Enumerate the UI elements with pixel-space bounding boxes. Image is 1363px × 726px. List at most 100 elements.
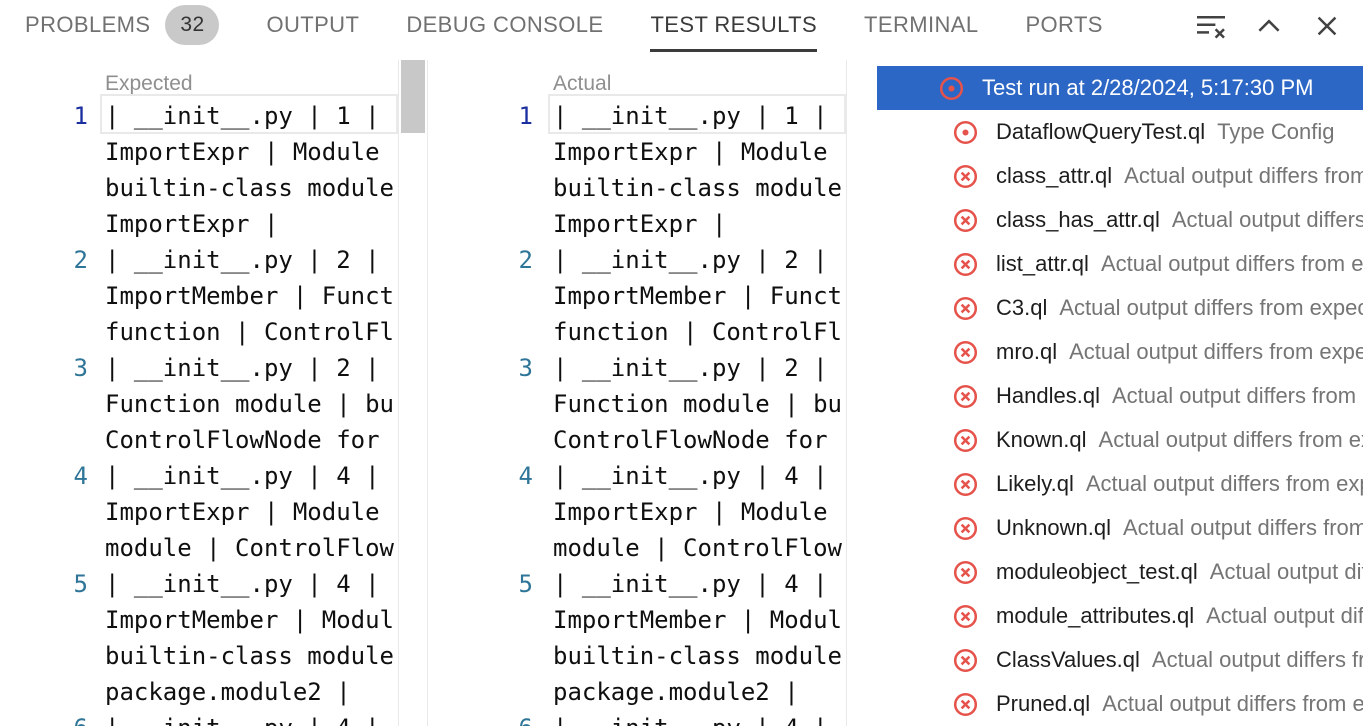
code-line[interactable]: ImportExpr | [0, 206, 398, 242]
scrollbar-thumb[interactable] [401, 60, 425, 133]
code-line[interactable]: module | ControlFlow [0, 530, 398, 566]
code-line[interactable]: builtin-class module [427, 638, 846, 674]
actual-editor[interactable]: Actual 1| __init__.py | 1 |ImportExpr | … [427, 60, 875, 726]
tab-test-results[interactable]: TEST RESULTS [650, 0, 818, 52]
pane-sash[interactable] [427, 60, 428, 726]
line-text: | __init__.py | 2 | [105, 246, 380, 274]
code-line[interactable]: ImportExpr | Module [0, 134, 398, 170]
code-line[interactable]: 4| __init__.py | 4 | [0, 458, 398, 494]
code-line[interactable]: ImportExpr | Module [427, 494, 846, 530]
line-text: ImportMember | Modul [105, 606, 394, 634]
code-line[interactable]: 2| __init__.py | 2 | [0, 242, 398, 278]
expected-label: Expected [105, 72, 193, 95]
test-failed-icon [952, 427, 979, 454]
test-message: Type Config [1217, 119, 1335, 144]
test-name: Unknown.ql [996, 515, 1111, 540]
line-text: ControlFlowNode for [553, 426, 828, 454]
code-line[interactable]: package.module2 | [427, 674, 846, 710]
line-text: ImportExpr | [105, 210, 279, 238]
code-line[interactable]: 5| __init__.py | 4 | [427, 566, 846, 602]
line-number [0, 674, 88, 710]
line-text: package.module2 | [553, 678, 799, 706]
code-line[interactable]: Function module | bu [0, 386, 398, 422]
line-number [0, 314, 88, 350]
test-failed-icon [952, 559, 979, 586]
test-name: class_has_attr.ql [996, 207, 1160, 232]
test-name: module_attributes.ql [996, 603, 1195, 628]
line-text: builtin-class module [553, 642, 842, 670]
code-line[interactable]: 6| __init__.py | 4 | [427, 710, 846, 726]
code-line[interactable]: function | ControlFl [427, 314, 846, 350]
line-number [427, 170, 533, 206]
line-text: ImportExpr | Module [105, 498, 380, 526]
code-line[interactable]: builtin-class module [427, 170, 846, 206]
code-line[interactable]: builtin-class module [0, 170, 398, 206]
test-name: class_attr.ql [996, 163, 1113, 188]
editor-divider [846, 60, 847, 726]
code-line[interactable]: ImportMember | Modul [0, 602, 398, 638]
code-line[interactable]: ImportExpr | Module [427, 134, 846, 170]
tab-problems[interactable]: PROBLEMS 32 [25, 0, 220, 52]
code-line[interactable]: 3| __init__.py | 2 | [427, 350, 846, 386]
test-name: C3.ql [996, 295, 1048, 320]
line-text: ControlFlowNode for [105, 426, 380, 454]
code-line[interactable]: function | ControlFl [0, 314, 398, 350]
code-line[interactable]: builtin-class module [0, 638, 398, 674]
code-line[interactable]: ImportMember | Funct [0, 278, 398, 314]
line-text: | __init__.py | 1 | [105, 102, 380, 130]
code-line[interactable]: ImportExpr | Module [0, 494, 398, 530]
line-text: ImportExpr | Module [553, 498, 828, 526]
code-line[interactable]: Function module | bu [427, 386, 846, 422]
actual-label: Actual [553, 72, 612, 95]
test-failed-icon [952, 207, 979, 234]
line-text: ImportMember | Funct [105, 282, 394, 310]
code-line[interactable]: ControlFlowNode for [427, 422, 846, 458]
tab-terminal[interactable]: TERMINAL [864, 0, 978, 52]
tab-debug-console[interactable]: DEBUG CONSOLE [406, 0, 603, 52]
test-result-row[interactable]: Unknown.ql Actual output differs from exp… [877, 506, 1363, 550]
expected-editor[interactable]: Expected 1| __init__.py | 1 |ImportExpr … [0, 60, 427, 726]
code-line[interactable]: module | ControlFlow [427, 530, 846, 566]
tab-output[interactable]: OUTPUT [266, 0, 359, 52]
code-line[interactable]: 1| __init__.py | 1 | [427, 98, 846, 134]
test-run-row[interactable]: Test run at 2/28/2024, 5:17:30 PM [877, 66, 1363, 110]
code-line[interactable]: 5| __init__.py | 4 | [0, 566, 398, 602]
code-line[interactable]: 3| __init__.py | 2 | [0, 350, 398, 386]
code-line[interactable]: 1| __init__.py | 1 | [0, 98, 398, 134]
code-line[interactable]: 2| __init__.py | 2 | [427, 242, 846, 278]
tab-test-results-label: TEST RESULTS [650, 11, 818, 37]
close-icon[interactable] [1310, 9, 1344, 43]
test-message: Actual output differs from expected outp… [1122, 515, 1363, 540]
test-name: Known.ql [996, 427, 1087, 452]
code-line[interactable]: package.module2 | [0, 674, 398, 710]
line-number: 5 [73, 570, 88, 598]
line-text: | __init__.py | 4 | [553, 570, 828, 598]
test-failed-icon [952, 163, 979, 190]
clear-all-icon[interactable] [1194, 9, 1228, 43]
code-line[interactable]: ImportMember | Modul [427, 602, 846, 638]
code-line[interactable]: ImportExpr | [427, 206, 846, 242]
line-number [427, 386, 533, 422]
test-failed-icon [952, 295, 979, 322]
test-name: Likely.ql [996, 471, 1074, 496]
code-line[interactable]: 4| __init__.py | 4 | [427, 458, 846, 494]
code-line[interactable]: ImportMember | Funct [427, 278, 846, 314]
tab-ports[interactable]: PORTS [1025, 0, 1102, 52]
code-line[interactable]: ControlFlowNode for [0, 422, 398, 458]
code-line[interactable]: 6| __init__.py | 4 | [0, 710, 398, 726]
test-message: Actual output differs from expected outp… [1151, 647, 1363, 672]
chevron-up-icon[interactable] [1252, 9, 1286, 43]
